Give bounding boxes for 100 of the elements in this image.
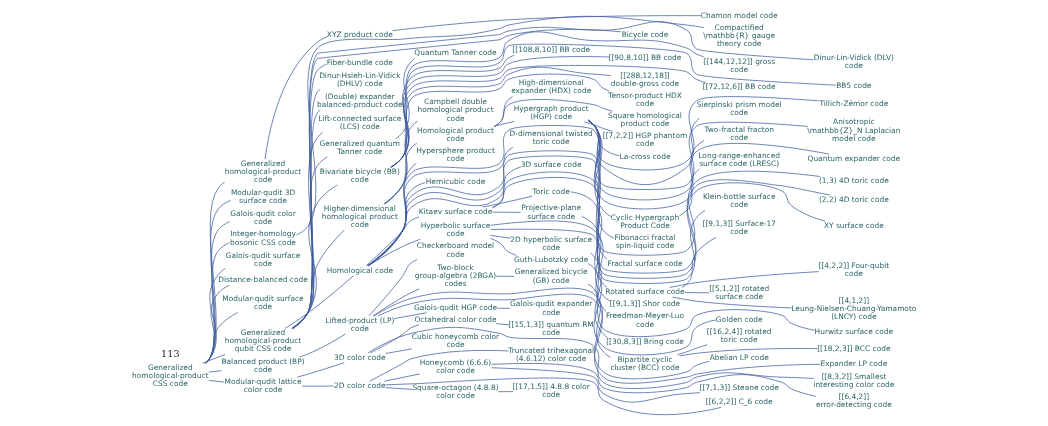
node-text: Generalized homological-product code xyxy=(224,159,302,185)
connector xyxy=(490,235,511,239)
connector xyxy=(202,354,226,364)
node-text: Golden code xyxy=(715,314,763,324)
node-text: [[16,2,4]] rotated toric code xyxy=(706,326,772,345)
node-text: Lifted-product (LP) code xyxy=(325,315,395,333)
node-text: Fibonacci fractal spin-liquid code xyxy=(614,233,676,251)
node-text: Hyperbolic surface code xyxy=(420,221,491,239)
node-text: Honeycomb (6.6.6) color code xyxy=(419,357,492,375)
connector xyxy=(292,184,338,329)
connector xyxy=(367,327,814,389)
node-text: Campbell double homological product code xyxy=(417,97,494,123)
node-text: BB5 code xyxy=(836,80,872,90)
node-text: Generalized bicycle (GB) code xyxy=(514,267,588,285)
connector xyxy=(367,166,522,267)
connector xyxy=(393,312,427,319)
node-text: Rotated surface code xyxy=(605,287,685,297)
connector xyxy=(395,58,415,140)
node-text: [[18,2,3]] BCC code xyxy=(817,344,891,354)
node-text: Lift-connected surface (LCS) code xyxy=(318,114,402,132)
node-text: Square-octagon (4.8.8) color code xyxy=(412,382,499,401)
connector xyxy=(587,119,615,239)
node-text: Homological product code xyxy=(416,125,495,144)
node-text: La-cross code xyxy=(619,151,671,161)
connector xyxy=(365,216,420,267)
connector xyxy=(392,15,702,32)
connector xyxy=(390,31,705,168)
connector xyxy=(367,182,426,267)
node-text: 3D surface code xyxy=(520,159,582,169)
connector xyxy=(205,242,230,364)
node-text: Modular-qudit surface code xyxy=(222,294,304,312)
connector xyxy=(587,117,700,185)
connector xyxy=(367,155,831,274)
node-text: [[7,2,2]] HGP phantom code xyxy=(602,131,688,149)
node-text: 3D color code xyxy=(334,352,386,362)
node-text: Generalized quantum Tanner code xyxy=(319,138,401,156)
node-text: Octahedral color code xyxy=(414,314,497,324)
node-text: Two-fractal fracton code xyxy=(704,125,774,143)
connector xyxy=(385,387,414,390)
node-text: Hemicubic code xyxy=(425,176,486,186)
connector xyxy=(581,216,611,302)
node-text: (2,2) 4D toric code xyxy=(818,194,889,204)
node-text: Generalized homological-product qubit CSS code xyxy=(224,328,302,354)
connector xyxy=(492,177,706,284)
connector xyxy=(583,121,613,132)
node-text: XYZ product code xyxy=(326,29,393,39)
node-text: Chamon model code xyxy=(700,10,778,20)
node-text: Two-block group-algebra (2BGA) codes xyxy=(414,262,497,288)
label: 113 xyxy=(161,348,180,360)
node-text: Cubic honeycomb color code xyxy=(411,332,500,350)
node-text: [[15,1,3]] quantum RM code xyxy=(508,319,594,337)
node-text: Square homological product code xyxy=(608,111,682,129)
connector xyxy=(367,146,514,267)
connector xyxy=(669,271,820,288)
connector xyxy=(590,252,608,338)
connector xyxy=(292,29,622,329)
connector xyxy=(490,237,517,256)
connector xyxy=(587,283,611,358)
connector xyxy=(204,312,239,364)
node-text: Dinur-Hsieh-Lin-Vidick (DHLV) code xyxy=(319,70,401,89)
node-text: [[288,12,18]] double-gross code xyxy=(610,70,680,89)
node-text: Galois-qudit HGP code xyxy=(413,302,498,312)
connector xyxy=(679,348,818,357)
node-text: [[4,1,2]] Leung-Nielsen-Chuang-Yamamoto (LNCY) code xyxy=(791,296,917,322)
node-text: Toric code xyxy=(532,186,570,196)
node-text: Modular-qudit lattice color code xyxy=(224,376,302,395)
connector xyxy=(587,263,717,356)
node-text: [[9,1,3]] Shor code xyxy=(609,299,681,309)
connector xyxy=(390,43,837,168)
connector xyxy=(490,220,607,312)
node-text: D-dimensional twisted toric code xyxy=(509,128,593,147)
node-text: Fractal surface code xyxy=(607,258,683,268)
connector xyxy=(296,15,705,236)
connector xyxy=(587,119,808,190)
connector xyxy=(495,275,515,277)
connector xyxy=(373,287,710,380)
node-text: Checkerboard model code xyxy=(416,241,495,259)
connector xyxy=(493,121,515,127)
connector xyxy=(205,267,226,364)
connector xyxy=(491,367,701,403)
connector xyxy=(587,120,620,157)
node-text: Kitaev surface code xyxy=(418,206,493,216)
connector xyxy=(482,195,533,208)
connector xyxy=(299,333,346,358)
node-text: 2D hyperbolic surface code xyxy=(510,234,592,252)
connector xyxy=(672,296,792,309)
connector xyxy=(284,275,354,329)
connector xyxy=(491,363,817,397)
node-text: Projective-plane surface code xyxy=(521,203,582,221)
node-text: High-dimensional expander (HDX) code xyxy=(511,78,592,96)
connector xyxy=(368,258,418,317)
node-text: Quantum Tanner code xyxy=(414,48,497,58)
node-text: [[4,2,2]] Four-qubit code xyxy=(818,260,890,278)
node-text: Fiber-bundle code xyxy=(326,57,393,67)
node-text: [[6,2,2]] C_6 code xyxy=(705,397,773,407)
connector xyxy=(367,150,608,267)
node-text: [[30,8,3]] Bring code xyxy=(606,337,684,347)
node-text: Bicycle code xyxy=(621,29,669,39)
connector xyxy=(681,236,717,288)
node-text: Galois-qudit expander code xyxy=(510,299,593,317)
